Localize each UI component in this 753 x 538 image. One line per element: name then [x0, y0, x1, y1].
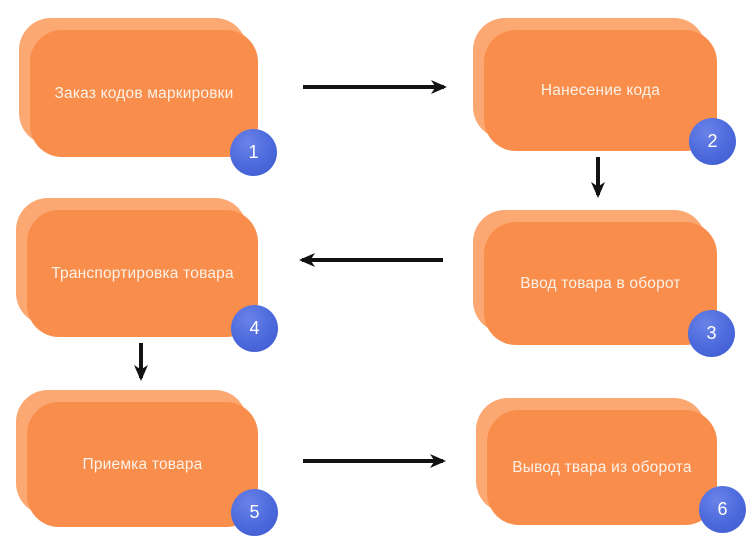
step-label: Нанесение кода [540, 81, 661, 99]
step-number-badge: 5 [231, 489, 278, 536]
flow-step-apply-code: Нанесение кода 2 [473, 18, 736, 165]
step-label: Вывод твара из оборота [512, 458, 692, 476]
card-front-layer: Ввод товара в оборот [484, 222, 717, 345]
step-number-badge: 2 [689, 118, 736, 165]
card-front-layer: Приемка товара [27, 402, 258, 527]
step-number-badge: 1 [230, 129, 277, 176]
step-label: Ввод товара в оборот [520, 274, 681, 292]
flow-step-order-codes: Заказ кодов маркировки 1 [19, 18, 277, 176]
step-label: Транспортировка товара [51, 264, 234, 282]
step-label: Заказ кодов маркировки [54, 84, 234, 102]
flow-step-transport: Транспортировка товара 4 [16, 198, 278, 352]
flow-step-enter-circulation: Ввод товара в оборот 3 [473, 210, 735, 357]
card-front-layer: Вывод твара из оборота [487, 410, 717, 525]
step-number-badge: 3 [688, 310, 735, 357]
card-front-layer: Нанесение кода [484, 30, 717, 151]
step-number-badge: 4 [231, 305, 278, 352]
flow-step-acceptance: Приемка товара 5 [16, 390, 278, 536]
card-front-layer: Транспортировка товара [27, 210, 258, 337]
flow-step-withdraw-circulation: Вывод твара из оборота 6 [476, 398, 746, 533]
card-front-layer: Заказ кодов маркировки [30, 30, 258, 157]
step-label: Приемка товара [82, 455, 203, 473]
step-number-badge: 6 [699, 486, 746, 533]
